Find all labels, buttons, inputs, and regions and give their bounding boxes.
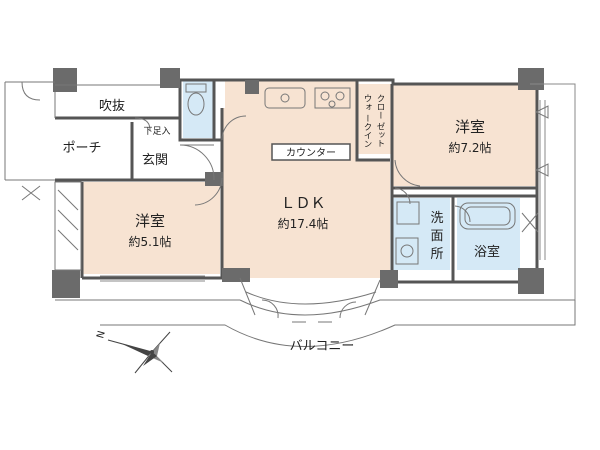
outer-walls	[55, 78, 539, 284]
walk-in-closet-line-3: クロー	[375, 94, 385, 120]
porch-label: ポーチ	[62, 141, 101, 156]
room-name-western-room-2: 洋室	[135, 212, 165, 230]
washroom-label-1: 洗	[430, 211, 443, 226]
counter	[271, 143, 351, 161]
walk-in-closet-line-4: ゼット	[375, 122, 385, 148]
toilet-floor	[183, 80, 213, 138]
toilet-fixture	[185, 83, 207, 116]
wash-basin	[395, 237, 419, 265]
closet-doors	[54, 181, 82, 271]
counter-label: カウンター	[286, 147, 336, 159]
kitchen-sink	[264, 87, 306, 109]
entrance-label: 玄関	[142, 153, 168, 168]
washroom-floor	[393, 198, 450, 270]
balcony	[55, 277, 576, 347]
stove-icon	[314, 87, 351, 109]
walk-in-closet-line-1: ウォ	[362, 94, 372, 111]
walk-in-closet-line-2: ークイン	[362, 114, 372, 148]
balcony-label: バルコニー	[290, 339, 355, 354]
bathtub	[459, 202, 516, 230]
walk-in-closet-label: ウォ ークイン クロー ゼット	[362, 94, 385, 148]
room-size-western-room-2: 約5.1帖	[128, 234, 171, 249]
interior-walls	[130, 80, 537, 282]
walk-in-closet-floor	[358, 84, 391, 154]
hall-closet-floor	[226, 112, 246, 138]
fukinuke-label: 吹抜	[99, 98, 125, 114]
room-name-western-room-1: 洋室	[455, 118, 485, 136]
washroom-label-2: 面	[430, 229, 443, 244]
washing-machine	[396, 201, 420, 225]
western-room-2-floor	[82, 182, 220, 274]
kitchen-floor	[225, 80, 357, 110]
porch-lines	[4, 81, 539, 233]
compass-rose-icon	[107, 331, 173, 374]
compass-north-label: N	[95, 330, 108, 340]
shoe-area-label: 下足入	[143, 126, 170, 137]
pillars	[52, 68, 544, 298]
room-size-western-room-1: 約7.2帖	[448, 140, 491, 155]
washroom-label-3: 所	[430, 247, 443, 262]
western-room-1-floor	[393, 84, 536, 186]
room-name-ldk: ＬＤＫ	[280, 194, 325, 212]
bathroom-label: 浴室	[474, 244, 500, 260]
room-size-ldk: 約17.4帖	[278, 216, 329, 231]
